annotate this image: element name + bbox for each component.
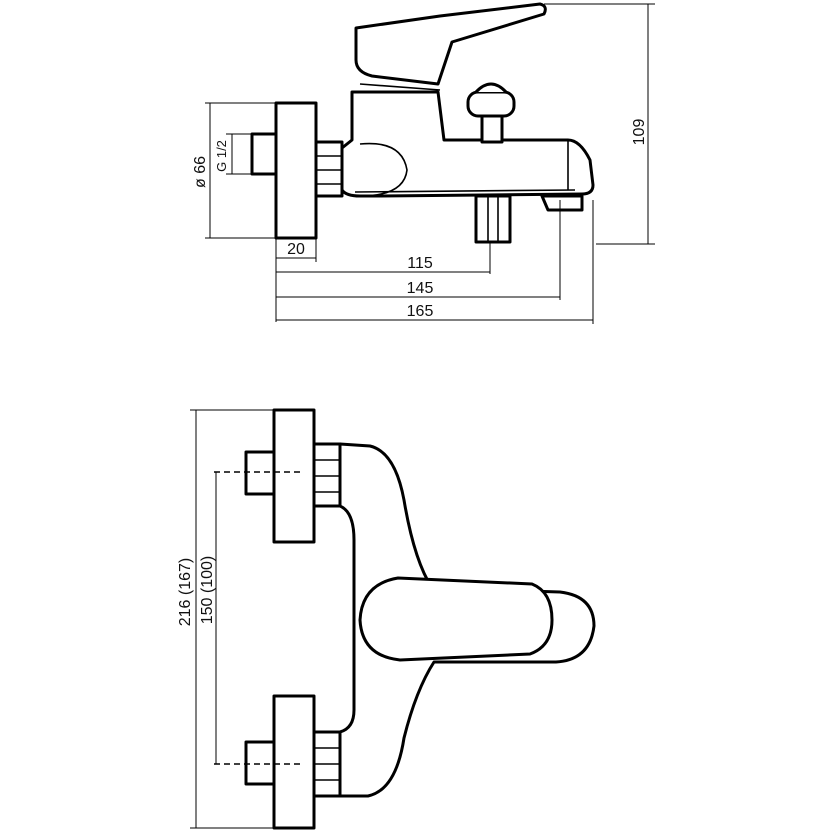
dim-diameter-label: ø 66: [192, 156, 209, 188]
upper-flange: [272, 408, 316, 544]
diverter-knob: [466, 82, 516, 144]
inlet-stub: [250, 132, 278, 176]
wall-flange: [274, 101, 318, 240]
shower-outlet: [474, 194, 512, 244]
hex-nut: [314, 140, 344, 198]
dim-thread-label: G 1/2: [214, 140, 229, 172]
body-outline: [338, 442, 596, 798]
upper-hex-nut: [312, 442, 342, 508]
lower-inlet-stub: [244, 740, 276, 786]
dim-165-label: 165: [407, 303, 434, 320]
dim-145-label: 145: [407, 280, 434, 297]
dim-115-label: 115: [407, 255, 433, 272]
dim-height-label: 109: [631, 119, 648, 146]
lower-flange: [272, 694, 316, 830]
lever-handle: [354, 2, 547, 86]
plan-view: 216 (167) 150 (100): [177, 408, 596, 830]
body-inner-curve: [359, 142, 408, 197]
lower-hex-nut: [312, 730, 342, 798]
lever-base-line: [359, 83, 441, 91]
spout-aerator: [540, 194, 584, 212]
lever-blade: [358, 576, 554, 662]
dim-total-label: 216 (167): [177, 558, 194, 627]
body-lower-line: [354, 189, 576, 193]
dim-centers-label: 150 (100): [199, 556, 216, 625]
side-view: ø 66 G 1/2 109 20 115 145 165: [192, 2, 655, 324]
dim-flange-label: 20: [287, 241, 305, 258]
upper-inlet-stub: [244, 450, 276, 496]
faucet-body: [340, 90, 595, 198]
body-inner-left: [338, 504, 356, 734]
